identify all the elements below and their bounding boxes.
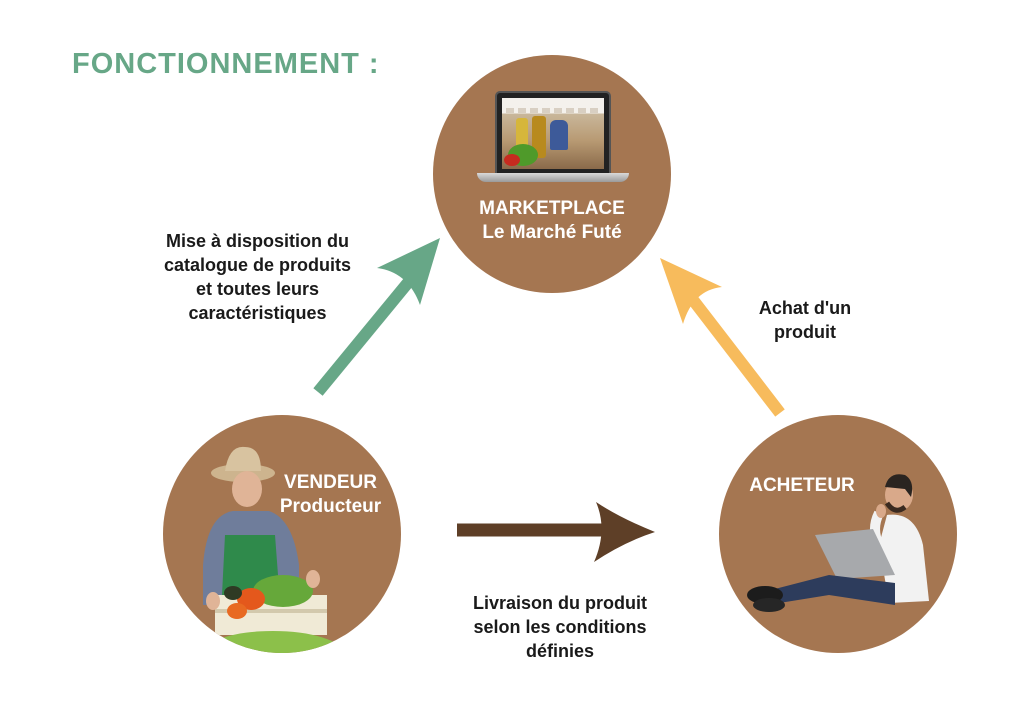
- caption-line: Achat d'un: [758, 298, 852, 318]
- caption-vendeur-to-marketplace: Mise à disposition du catalogue de produ…: [135, 229, 380, 325]
- vendeur-label-line2: Producteur: [279, 496, 382, 517]
- vendeur-label-line1: VENDEUR: [284, 472, 377, 493]
- caption-line: selon les conditions: [473, 617, 647, 637]
- oil-bottle: [532, 116, 546, 158]
- arrow-head: [594, 502, 655, 562]
- caption-line: catalogue de produits: [163, 255, 352, 275]
- arrow-vendeur-to-acheteur: [457, 502, 655, 562]
- caption-line: produit: [774, 322, 836, 342]
- jeans: [767, 575, 895, 605]
- arrow-head: [660, 258, 722, 324]
- marketplace-node: MARKETPLACE Le Marché Futé: [433, 55, 671, 293]
- jar: [550, 120, 568, 150]
- website-screenshot: [502, 98, 604, 169]
- laptop: [815, 529, 895, 579]
- acheteur-label-line1: ACHETEUR: [749, 475, 855, 496]
- caption-line: Mise à disposition du: [165, 231, 349, 251]
- arrow-head: [377, 238, 440, 305]
- page-title: FONCTIONNEMENT :: [72, 48, 380, 80]
- head: [232, 471, 262, 507]
- pepper: [237, 588, 265, 610]
- laptop-base: [477, 173, 629, 182]
- shirt: [879, 514, 929, 603]
- acheteur-label: ACHETEUR: [737, 474, 867, 498]
- marketplace-label-line1: MARKETPLACE: [479, 198, 625, 219]
- pepper: [504, 154, 520, 166]
- shoe: [753, 598, 785, 612]
- hair: [885, 474, 913, 497]
- marketplace-label: MARKETPLACE Le Marché Futé: [433, 197, 671, 245]
- buyer-image: [747, 474, 929, 612]
- laptop-image: [477, 91, 629, 189]
- marketplace-label-line2: Le Marché Futé: [482, 222, 622, 243]
- caption-line: et toutes leurs: [195, 279, 320, 299]
- greens: [203, 631, 343, 653]
- eggplant: [224, 586, 242, 600]
- beard: [884, 501, 907, 513]
- vendeur-label: VENDEUR Producteur: [268, 471, 393, 519]
- hat-crown: [225, 446, 261, 471]
- pepper: [227, 603, 247, 619]
- caption-line: Livraison du produit: [473, 593, 647, 613]
- acheteur-node: ACHETEUR: [719, 415, 957, 653]
- vendeur-node: VENDEUR Producteur: [163, 415, 401, 653]
- farmer-image: [203, 446, 343, 653]
- caption-line: définies: [525, 641, 595, 661]
- hand: [876, 504, 886, 518]
- caption-line: caractéristiques: [188, 303, 327, 323]
- caption-acheteur-to-marketplace: Achat d'un produit: [735, 296, 875, 344]
- lettuce: [253, 575, 313, 607]
- caption-vendeur-to-acheteur: Livraison du produit selon les condition…: [430, 591, 690, 663]
- laptop-screen-bezel: [495, 91, 611, 175]
- website-nav: [506, 108, 600, 113]
